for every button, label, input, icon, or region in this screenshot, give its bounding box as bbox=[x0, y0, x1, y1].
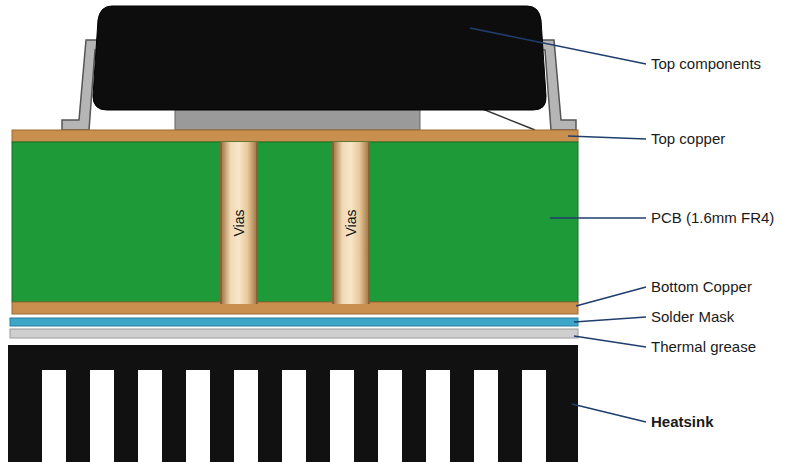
fin-gap bbox=[474, 370, 498, 462]
leader-line bbox=[550, 217, 646, 219]
fin-gap bbox=[42, 370, 66, 462]
fin-gap bbox=[186, 370, 210, 462]
top-copper-layer bbox=[12, 130, 578, 142]
leader-line bbox=[574, 336, 646, 347]
component-body bbox=[93, 6, 546, 110]
heatsink-fins bbox=[42, 370, 546, 462]
fin-gap bbox=[90, 370, 114, 462]
solder-mask-layer bbox=[10, 318, 578, 326]
fin-gap bbox=[378, 370, 402, 462]
leader-line bbox=[574, 317, 646, 322]
heatsink-body bbox=[8, 345, 578, 462]
callout-label: Bottom Copper bbox=[651, 278, 752, 296]
leader-line bbox=[568, 136, 646, 139]
leader-lines bbox=[470, 28, 646, 422]
callout-label: Heatsink bbox=[651, 413, 714, 431]
via-label: Vias bbox=[231, 210, 247, 237]
callout-label: Thermal grease bbox=[651, 338, 756, 356]
callout-label: Top copper bbox=[651, 130, 725, 148]
via: Vias bbox=[220, 142, 258, 304]
via-label: Vias bbox=[343, 210, 359, 237]
fin-gap bbox=[138, 370, 162, 462]
callout-label: Top components bbox=[651, 55, 761, 73]
bottom-copper-layer bbox=[12, 302, 578, 314]
callout-label: PCB (1.6mm FR4) bbox=[651, 209, 774, 227]
leader-line bbox=[576, 287, 646, 306]
via: Vias bbox=[332, 142, 370, 304]
fin-gap bbox=[426, 370, 450, 462]
thermal-grease-layer bbox=[10, 329, 578, 338]
fr4-core bbox=[12, 142, 578, 302]
fin-gap bbox=[234, 370, 258, 462]
fin-gap bbox=[282, 370, 306, 462]
leader-line bbox=[470, 28, 646, 64]
callout-label: Solder Mask bbox=[651, 308, 734, 326]
fin-gap bbox=[330, 370, 354, 462]
leader-line bbox=[572, 404, 646, 422]
fin-gap bbox=[522, 370, 546, 462]
